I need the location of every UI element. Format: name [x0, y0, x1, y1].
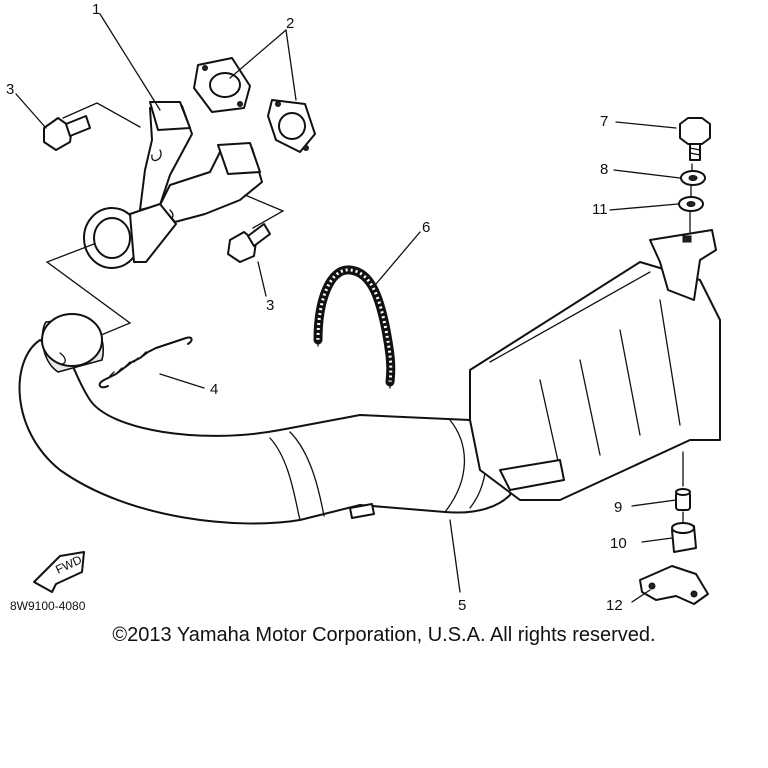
callout-3-lower: 3: [266, 297, 274, 314]
callout-4: 4: [210, 381, 218, 398]
lock-washer[interactable]: [680, 170, 706, 186]
callout-6: 6: [422, 219, 430, 236]
muffler-assembly[interactable]: [18, 229, 721, 525]
copyright-notice: ©2013 Yamaha Motor Corporation, U.S.A. A…: [112, 624, 656, 646]
callout-1: 1: [92, 1, 100, 18]
damper[interactable]: [671, 522, 697, 553]
callout-12: 12: [606, 597, 623, 614]
spring-clip[interactable]: [98, 336, 193, 389]
flat-washer[interactable]: [678, 196, 704, 212]
exhaust-pipe-y[interactable]: [83, 101, 263, 269]
callout-3-upper: 3: [6, 81, 14, 98]
mounting-bracket[interactable]: [639, 565, 709, 605]
gasket-lower[interactable]: [267, 99, 316, 153]
gasket-upper[interactable]: [193, 57, 251, 113]
bolt-upper[interactable]: [43, 115, 91, 151]
callout-5: 5: [458, 597, 466, 614]
assembly-lines: [45, 102, 285, 339]
bolt-muffler[interactable]: [679, 117, 711, 161]
callout-2: 2: [286, 15, 294, 32]
callout-9: 9: [614, 499, 622, 516]
ground-strap[interactable]: [313, 265, 396, 389]
forward-direction-arrow: FWD: [33, 551, 85, 593]
collar[interactable]: [675, 488, 691, 511]
diagram-code: 8W9100-4080: [10, 599, 86, 613]
callout-11: 11: [592, 201, 608, 218]
callout-leaders: [15, 13, 681, 603]
callout-7: 7: [600, 113, 608, 130]
callout-10: 10: [610, 535, 627, 552]
callout-8: 8: [600, 161, 608, 178]
bolt-lower[interactable]: [227, 223, 271, 263]
